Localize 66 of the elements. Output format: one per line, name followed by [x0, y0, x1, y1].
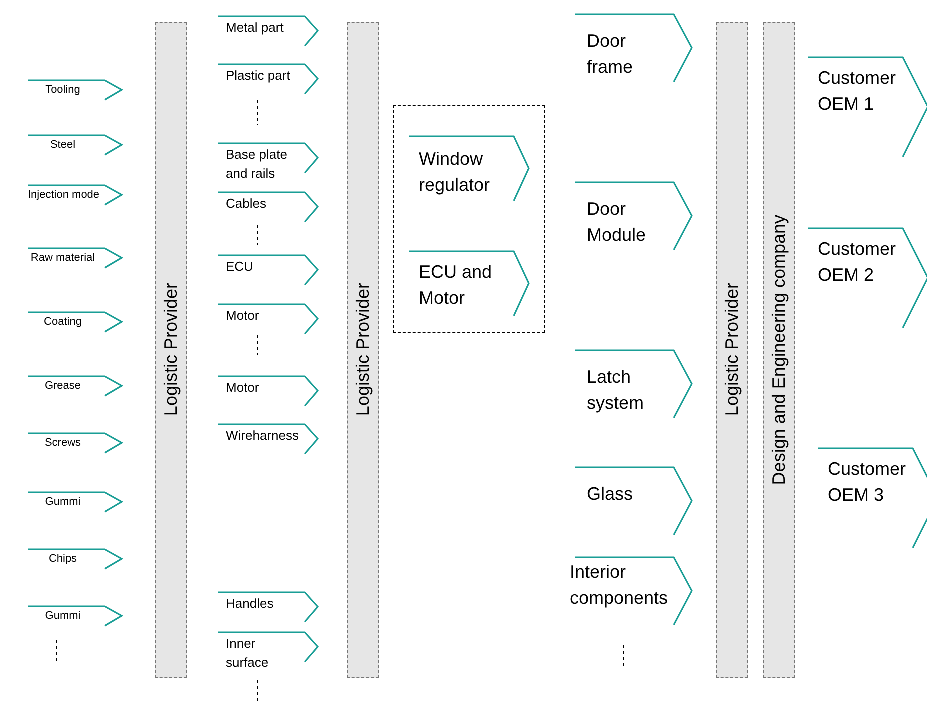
provider-bar — [763, 22, 795, 678]
chevron-label: Customer OEM 1 — [818, 67, 898, 116]
chevron-shape — [218, 64, 318, 94]
chevron-shape — [409, 251, 529, 316]
chevron-label: ECU — [226, 258, 254, 276]
chevron-label: Metal part — [226, 19, 285, 37]
bar-label: Logistic Provider — [160, 283, 182, 417]
chevron-shape — [28, 80, 122, 100]
chevron-label: Gummi — [44, 495, 82, 510]
chevron-shape — [218, 424, 318, 454]
chevron-shape — [808, 228, 927, 328]
bar-label: Logistic Provider — [352, 283, 374, 417]
chevron-label: Wireharness — [226, 427, 300, 445]
chevron-shape — [409, 136, 529, 201]
chevron-label: Handles — [226, 595, 275, 613]
chevron-shape — [575, 467, 692, 535]
group-frame — [393, 105, 545, 333]
chevron-shape — [28, 492, 122, 512]
chevron-shape — [28, 433, 122, 453]
provider-bar — [716, 22, 748, 678]
chevron-shape — [818, 448, 927, 548]
chevron-shape — [218, 592, 318, 622]
chevron-shape — [218, 304, 318, 334]
chevron-label: Motor — [226, 379, 260, 397]
chevron-shape — [28, 606, 122, 626]
bar-label: Logistic Provider — [722, 283, 742, 417]
chevron-label: Window regulator — [419, 148, 492, 198]
chevron-shape — [28, 135, 122, 155]
chevron-label: Screws — [44, 436, 82, 451]
bar-label: Design and Engineering company — [768, 214, 790, 486]
chevron-label: Door frame — [587, 30, 634, 80]
chevron-label: Coating — [43, 315, 83, 330]
chevron-label: ECU and Motor — [419, 261, 494, 310]
chevron-shape — [575, 182, 692, 250]
chevron-shape — [575, 350, 692, 418]
chevron-shape — [28, 185, 122, 205]
chevron-label: Injection mode — [28, 188, 98, 203]
chevron-shape — [28, 312, 122, 332]
chevron-label: Steel — [49, 138, 77, 153]
chevron-shape — [218, 376, 318, 406]
chevron-label: Motor — [226, 307, 260, 325]
chevron-label: Chips — [48, 552, 78, 567]
chevron-label: Grease — [44, 379, 82, 394]
chevron-shape — [575, 14, 692, 82]
chevron-label: Door Module — [587, 198, 648, 248]
chevron-label: Base plate and rails — [226, 146, 288, 183]
chevron-shape — [218, 192, 318, 222]
chevron-label: Cables — [226, 195, 268, 213]
chevron-label: Interior components — [570, 561, 670, 610]
chevron-label: Plastic part — [226, 67, 292, 85]
chevron-shape — [28, 549, 122, 569]
chevron-label: Raw material — [30, 251, 96, 266]
provider-bar — [155, 22, 187, 678]
chevron-label: Tooling — [44, 83, 82, 98]
chevron-shape — [28, 376, 122, 396]
provider-bar — [347, 22, 379, 678]
chevron-shape — [28, 248, 122, 268]
chevron-label: Glass — [587, 483, 634, 506]
chevron-label: Inner surface — [226, 635, 270, 672]
chevron-label: Latch system — [587, 366, 646, 416]
chevron-label: Gummi — [44, 609, 82, 624]
chevron-shape — [808, 57, 927, 157]
chevron-shape — [218, 255, 318, 285]
chevron-shape — [218, 16, 318, 46]
chevron-label: Customer OEM 2 — [818, 238, 898, 288]
chevron-label: Customer OEM 3 — [828, 458, 908, 508]
